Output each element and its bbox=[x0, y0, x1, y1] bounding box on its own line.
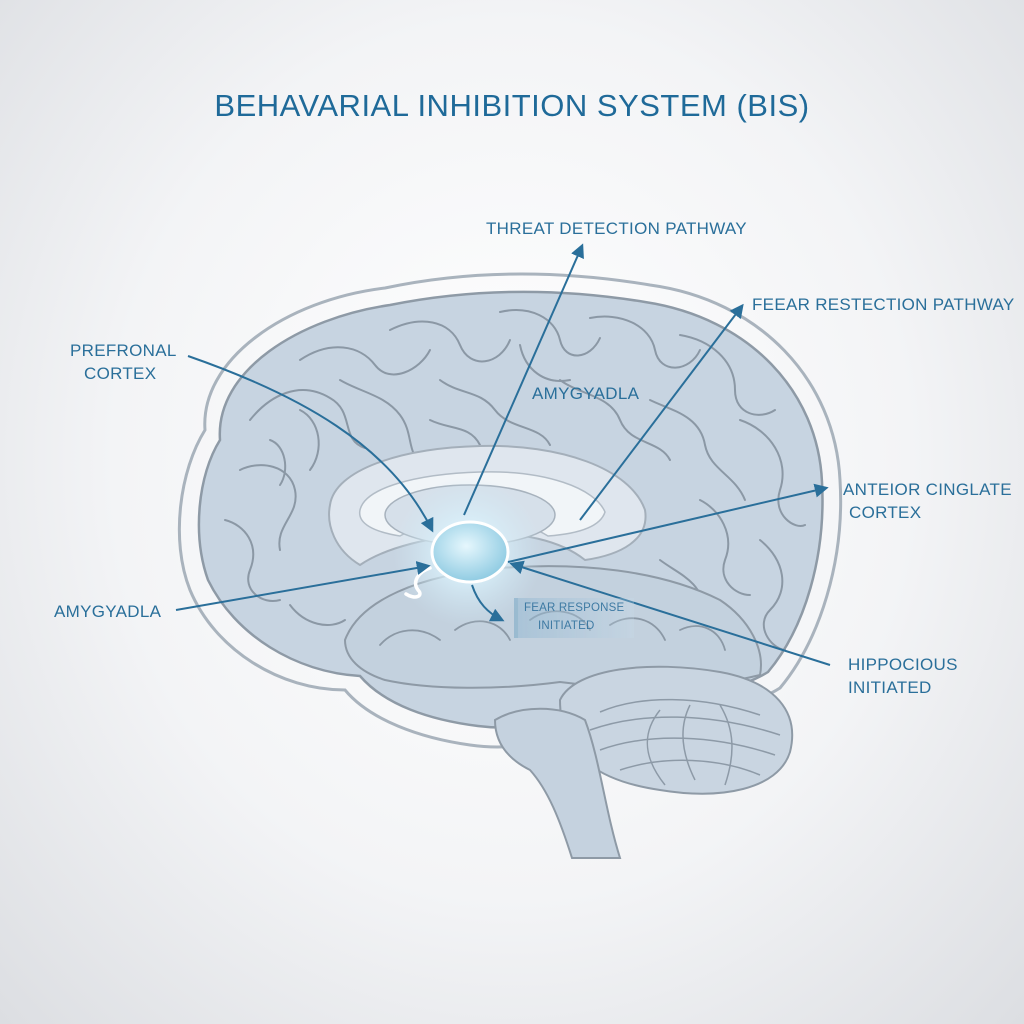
pathway-arrows bbox=[175, 243, 831, 666]
cerebellum bbox=[558, 665, 794, 795]
arrow-anteior bbox=[507, 483, 829, 563]
arrow-hippocious bbox=[509, 560, 831, 666]
arrow-prefronal bbox=[187, 355, 434, 533]
label-fear-restection: FEEAR RESTECTION PATHWAY bbox=[752, 295, 1015, 314]
label-prefronal-line2: CORTEX bbox=[84, 364, 157, 383]
label-threat-detection: THREAT DETECTION PATHWAY bbox=[486, 219, 747, 238]
arrow-amygyadla-left bbox=[175, 561, 431, 611]
label-amygyadla-top: AMYGYADLA bbox=[532, 384, 640, 403]
amygdala-highlight bbox=[430, 520, 510, 584]
label-amygyadla-left: AMYGYADLA bbox=[54, 602, 162, 621]
label-fear-response-line2: INITIATED bbox=[538, 620, 595, 632]
label-anteior-line2: CORTEX bbox=[849, 503, 922, 522]
label-anteior-line1: ANTEIOR CINGLATE bbox=[843, 480, 1012, 499]
diagram-title: BEHAVARIAL INHIBITION SYSTEM (BIS) bbox=[214, 88, 810, 123]
arrow-fear-restection bbox=[579, 303, 744, 521]
label-hippocious-line2: INITIATED bbox=[848, 678, 932, 697]
brain-halo-outline bbox=[177, 272, 843, 749]
label-fear-response: FEAR RESPONSE INITIATED bbox=[514, 598, 635, 638]
label-fear-response-line1: FEAR RESPONSE bbox=[524, 602, 625, 614]
label-hippocious-line1: HIPPOCIOUS bbox=[848, 655, 958, 674]
arrow-fear-response bbox=[471, 584, 505, 622]
label-prefronal-line1: PREFRONAL bbox=[70, 341, 177, 360]
arrow-threat bbox=[463, 243, 584, 516]
brainstem bbox=[493, 707, 622, 859]
label-hippocious: HIPPOCIOUS INITIATED bbox=[848, 653, 958, 699]
label-anteior-cinglate: ANTEIOR CINGLATE CORTEX bbox=[843, 478, 1012, 524]
label-prefronal-cortex: PREFRONAL CORTEX bbox=[70, 339, 177, 385]
